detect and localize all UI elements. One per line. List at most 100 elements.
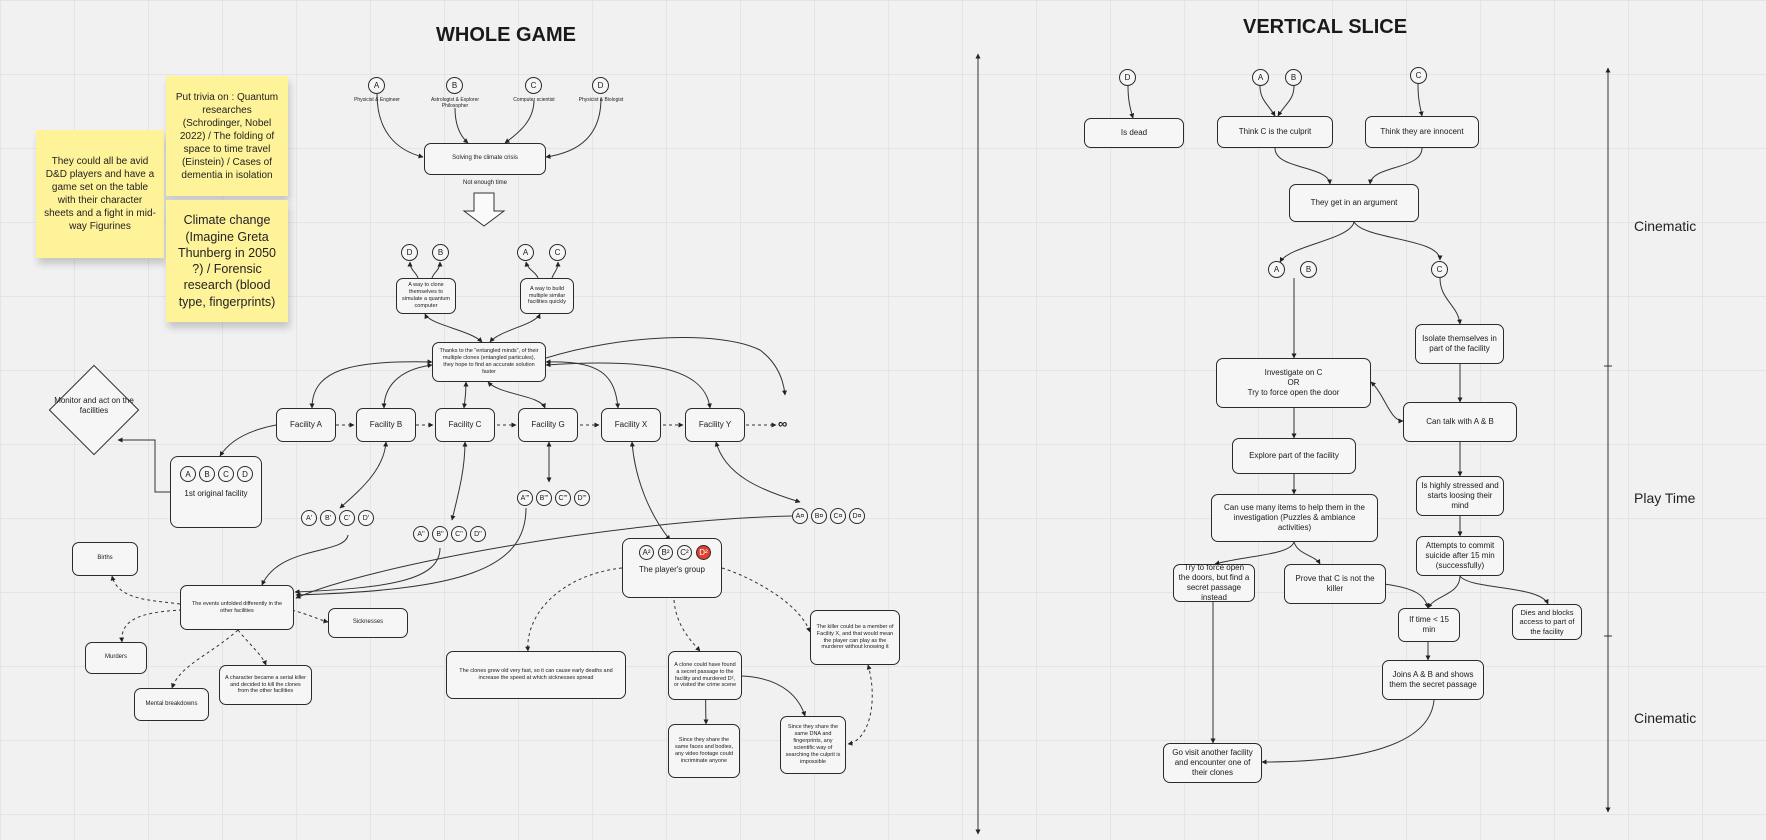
connector [454, 107, 469, 144]
connector [545, 337, 788, 396]
prove-node: Prove that C is not the killer [1284, 564, 1386, 604]
connector [381, 363, 433, 409]
joins-node: Joins A & B and shows them the secret pa… [1382, 660, 1484, 700]
connector [673, 599, 701, 652]
connector [110, 575, 181, 605]
connector [171, 629, 239, 689]
original-facility-group: A B C D 1st original facility [170, 456, 262, 528]
facility-2-node: Facility B [356, 408, 416, 442]
connector [117, 437, 170, 493]
connector [1427, 575, 1461, 609]
connector [721, 567, 811, 633]
isolate-node: Isolate themselves in part of the facili… [1415, 324, 1504, 364]
killer-member-node: The killer could be a member of Facility… [810, 610, 900, 665]
murders-node: Murders [85, 642, 147, 674]
connector [545, 362, 712, 409]
sicknesses-node: Sicknesses [328, 608, 408, 638]
if-time-node: If time < 15 min [1398, 608, 1460, 642]
connector [1370, 381, 1404, 424]
character-d-circle: D [592, 77, 609, 94]
vs-letter-b-2: B [1300, 261, 1317, 278]
investigate-line-3: Try to force open the door [1247, 388, 1340, 397]
connector [219, 424, 277, 457]
entangled-minds-node: Thanks to the "entangled minds", of thei… [432, 342, 546, 382]
connector [714, 441, 801, 504]
player-letter-b: B² [658, 545, 673, 560]
facility-4-node: Facility G [518, 408, 578, 442]
connector [847, 664, 873, 746]
connector [524, 261, 539, 279]
vs-letter-c-2: C [1431, 261, 1448, 278]
connector [551, 261, 561, 279]
investigate-node: Investigate on C OR Try to force open th… [1216, 358, 1371, 408]
clone-c-2-circle: B'' [432, 526, 448, 542]
connector [1439, 277, 1463, 325]
same-faces-node: Since they share the same faces and bodi… [668, 724, 740, 778]
vs-letter-a-2: A [1268, 261, 1285, 278]
connector [545, 97, 602, 159]
section-play-time: Play Time [1634, 490, 1696, 506]
connector [1277, 85, 1295, 117]
vs-letter-c: C [1410, 67, 1427, 84]
player-letter-d-victim: D² [696, 545, 711, 560]
is-dead-node: Is dead [1084, 118, 1184, 148]
sticky-note-trivia: Put trivia on : Quantum researches (Schr… [166, 76, 288, 196]
whole-game-title: WHOLE GAME [436, 24, 576, 46]
connector [119, 609, 183, 643]
character-c-circle: C [525, 77, 542, 94]
connector [294, 547, 441, 595]
think-culprit-node: Think C is the culprit [1217, 116, 1333, 148]
investigate-line-2: OR [1287, 378, 1300, 387]
down-arrow [462, 192, 506, 227]
connector [424, 313, 483, 343]
connector [376, 93, 424, 159]
visit-node: Go visit another facility and encounter … [1163, 743, 1262, 783]
clone-y-4-circle: D¤ [849, 508, 865, 524]
connector [741, 675, 807, 717]
connector [462, 381, 469, 409]
connector [237, 629, 267, 666]
events-node: The events unfolded differently in the o… [180, 585, 294, 630]
clone-c-4-circle: D'' [470, 526, 486, 542]
character-c-role: Computer scientist [513, 97, 555, 103]
facility-6-node: Facility Y [685, 408, 745, 442]
infinity-symbol: ∞ [778, 416, 788, 431]
clone-b-4-circle: D' [358, 510, 374, 526]
connector [504, 99, 535, 144]
player-letter-c: C² [677, 545, 692, 560]
character-b-role: Astrologist & Explorer Philosopher [430, 97, 480, 109]
original-facility-label: 1st original facility [184, 489, 248, 498]
items-node: Can use many items to help them in the i… [1211, 494, 1378, 542]
connector [450, 441, 468, 521]
player-letter-a: A² [639, 545, 654, 560]
clone-y-1-circle: A¤ [792, 508, 808, 524]
facility-5-node: Facility X [601, 408, 661, 442]
connector [1293, 541, 1321, 565]
vs-letter-b: B [1285, 69, 1302, 86]
talk-node: Can talk with A & B [1403, 402, 1517, 442]
connector [545, 359, 621, 409]
branch-right-letter-2: C [549, 244, 566, 261]
connector [1127, 85, 1135, 119]
vs-letter-a: A [1252, 69, 1269, 86]
connector [1279, 221, 1355, 263]
monitor-label: Monitor and act on the facilities [54, 396, 134, 415]
clone-y-3-circle: C¤ [830, 508, 846, 524]
clone-g-4-circle: D''' [574, 490, 590, 506]
sticky-note-dnd: They could all be avid D&D players and h… [36, 130, 164, 258]
facility-1-node: Facility A [276, 408, 336, 442]
original-letter-c: C [218, 466, 234, 482]
dies-node: Dies and blocks access to part of the fa… [1512, 604, 1582, 640]
clone-b-1-circle: A' [301, 510, 317, 526]
connector [309, 359, 433, 409]
connector [1214, 541, 1295, 566]
connector [295, 515, 793, 599]
connector [487, 381, 546, 409]
goal-note: Not enough time [462, 180, 508, 186]
connector [1259, 85, 1276, 117]
vertical-slice-title: VERTICAL SLICE [1243, 16, 1408, 38]
connector [1383, 583, 1430, 609]
think-innocent-node: Think they are innocent [1365, 116, 1479, 148]
character-b-circle: B [446, 77, 463, 94]
clone-b-2-circle: B' [320, 510, 336, 526]
